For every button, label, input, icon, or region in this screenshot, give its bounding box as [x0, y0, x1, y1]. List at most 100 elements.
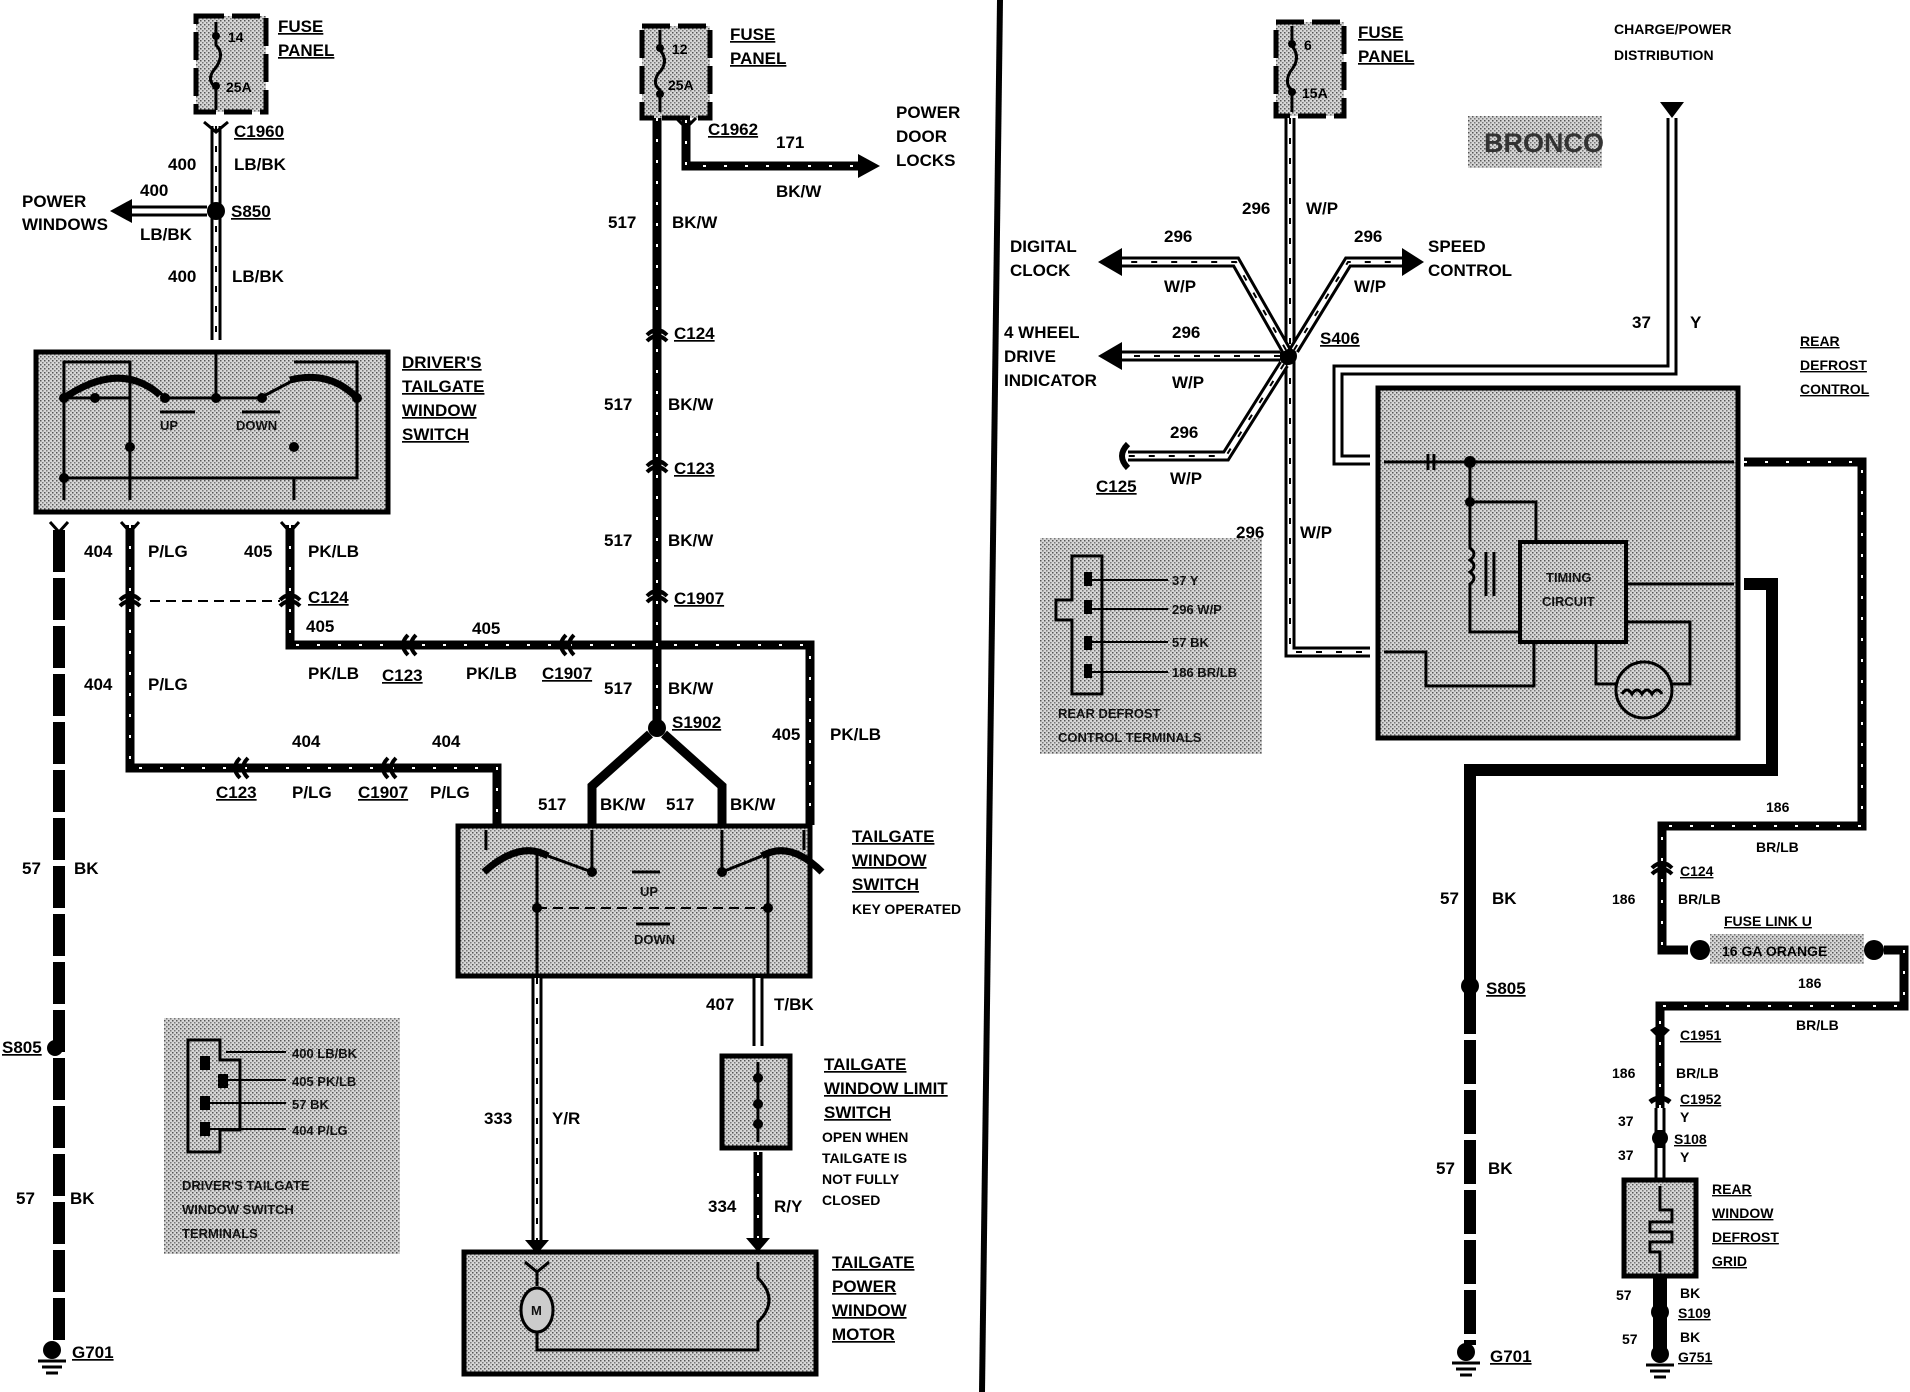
fuse-panel-label: FUSE — [730, 25, 775, 44]
arrow-icon — [1098, 248, 1122, 276]
fuse-panel-label: FUSE — [278, 17, 323, 36]
connector-c125: C125 — [1096, 477, 1137, 496]
wire-color: LB/BK — [232, 267, 285, 286]
indicator-lamp-icon — [1614, 660, 1674, 720]
splice-label: S850 — [231, 202, 271, 221]
circuit-number: 404 — [84, 542, 113, 561]
terminal-row: 296 W/P — [1172, 602, 1222, 617]
destination-label: LOCKS — [896, 151, 956, 170]
fuse-panel-6[interactable]: 6 15A — [1273, 19, 1347, 119]
circuit-number: 57 — [1622, 1331, 1638, 1347]
ground-icon — [1452, 1343, 1480, 1377]
wire-color: BK — [1680, 1285, 1700, 1301]
wire-color: BR/LB — [1676, 1065, 1719, 1081]
connector-c1907: C1907 — [542, 664, 592, 683]
tailgate-window-limit-switch[interactable] — [719, 1053, 793, 1151]
wire-color: R/Y — [774, 1197, 803, 1216]
wire-color: PK/LB — [308, 542, 359, 561]
terminal-row: 186 BR/LB — [1172, 665, 1237, 680]
wire-color: W/P — [1300, 523, 1332, 542]
circuit-number: 404 — [292, 732, 321, 751]
circuit-number: 57 — [1616, 1287, 1632, 1303]
destination-label: DIGITAL — [1010, 237, 1077, 256]
circuit-number: 404 — [432, 732, 461, 751]
wire-color: BK — [74, 859, 99, 878]
circuit-number: 405 — [472, 619, 500, 638]
wire-color: BR/LB — [1756, 839, 1799, 855]
wire-color: Y — [1690, 313, 1702, 332]
destination-label: CLOCK — [1010, 261, 1071, 280]
connector-c1962: C1962 — [708, 120, 758, 139]
circuit-number: 405 — [772, 725, 800, 744]
arrow-icon — [858, 154, 880, 178]
terminal-row: 57 BK — [1172, 635, 1209, 650]
fuse-link-u[interactable]: 16 GA ORANGE — [1690, 934, 1884, 964]
splice-label: S1902 — [672, 713, 721, 732]
wire-color: BK/W — [600, 795, 646, 814]
splice-s805 — [1461, 977, 1479, 995]
tailgate-power-window-motor[interactable]: M — [461, 1249, 819, 1377]
circuit-number: 296 — [1164, 227, 1192, 246]
fuse-panel-label: PANEL — [278, 41, 334, 60]
circuit-number: 400 — [140, 181, 168, 200]
terminal-row: 400 LB/BK — [292, 1046, 358, 1061]
circuit-number: 333 — [484, 1109, 512, 1128]
wire-color: BR/LB — [1796, 1017, 1839, 1033]
rear-window-defrost-grid[interactable] — [1621, 1177, 1699, 1279]
circuit-number: 517 — [608, 213, 636, 232]
connector-c1907: C1907 — [674, 589, 724, 608]
wire-color: LB/BK — [140, 225, 193, 244]
model-name: BRONCO — [1484, 128, 1604, 158]
circuit-number: 296 — [1172, 323, 1200, 342]
fuse-rating: 15A — [1302, 85, 1328, 101]
fuse-panel-12[interactable]: 12 25A — [639, 23, 713, 121]
component-label: GRID — [1712, 1253, 1747, 1269]
circuit-number: 37 — [1618, 1147, 1634, 1163]
fuse-panel-14[interactable]: 14 25A — [193, 13, 269, 115]
source-label: CHARGE/POWER — [1614, 21, 1731, 37]
rear-defrost-control-module[interactable]: TIMING CIRCUIT — [1375, 385, 1741, 741]
splice-s1902 — [648, 719, 666, 737]
circuit-number: 57 — [22, 859, 41, 878]
circuit-number: 186 — [1612, 891, 1636, 907]
splice-label: S406 — [1320, 329, 1360, 348]
circuit-number: 517 — [666, 795, 694, 814]
fuse-rating: 25A — [226, 79, 252, 95]
destination-label: 4 WHEEL — [1004, 323, 1080, 342]
connector-c124: C124 — [308, 588, 349, 607]
destination-label: SPEED — [1428, 237, 1486, 256]
inset-caption: REAR DEFROST — [1058, 706, 1161, 721]
component-label: DEFROST — [1712, 1229, 1779, 1245]
component-label: WINDOW — [852, 851, 928, 870]
drivers-switch-terminals-inset: 400 LB/BK 405 PK/LB 57 BK 404 P/LG DRIVE… — [164, 1018, 400, 1254]
fuse-panel-label: PANEL — [1358, 47, 1414, 66]
splice-label: S805 — [2, 1038, 42, 1057]
up-label: UP — [640, 884, 658, 899]
circuit-number: 517 — [604, 531, 632, 550]
drivers-tailgate-window-switch[interactable]: UP DOWN — [33, 349, 391, 515]
component-label: TAILGATE — [824, 1055, 906, 1074]
component-note: CLOSED — [822, 1192, 880, 1208]
wire-color: BK — [1488, 1159, 1513, 1178]
splice-s406 — [1279, 347, 1297, 365]
left-section: 14 25A FUSE PANEL C1960 400 LB/BK S850 4… — [2, 13, 815, 1375]
splice-label: S109 — [1678, 1305, 1711, 1321]
inset-caption: CONTROL TERMINALS — [1058, 730, 1202, 745]
component-label: POWER — [832, 1277, 896, 1296]
connector-c1907: C1907 — [358, 783, 408, 802]
down-label: DOWN — [236, 418, 277, 433]
destination-label: POWER — [22, 192, 86, 211]
fuse-panel-label: PANEL — [730, 49, 786, 68]
connector-c123: C123 — [674, 459, 715, 478]
component-note: NOT FULLY — [822, 1171, 900, 1187]
splice-s108 — [1652, 1130, 1668, 1146]
component-label: MOTOR — [832, 1325, 895, 1344]
circuit-number: 57 — [1440, 889, 1459, 908]
tailgate-window-switch[interactable]: UP DOWN — [455, 823, 825, 979]
ground-icon — [38, 1341, 66, 1375]
component-label: WINDOW — [832, 1301, 908, 1320]
fuse-number: 14 — [228, 29, 244, 45]
component-note: KEY OPERATED — [852, 901, 961, 917]
wire-color: W/P — [1354, 277, 1386, 296]
motor-icon: M — [531, 1303, 542, 1318]
